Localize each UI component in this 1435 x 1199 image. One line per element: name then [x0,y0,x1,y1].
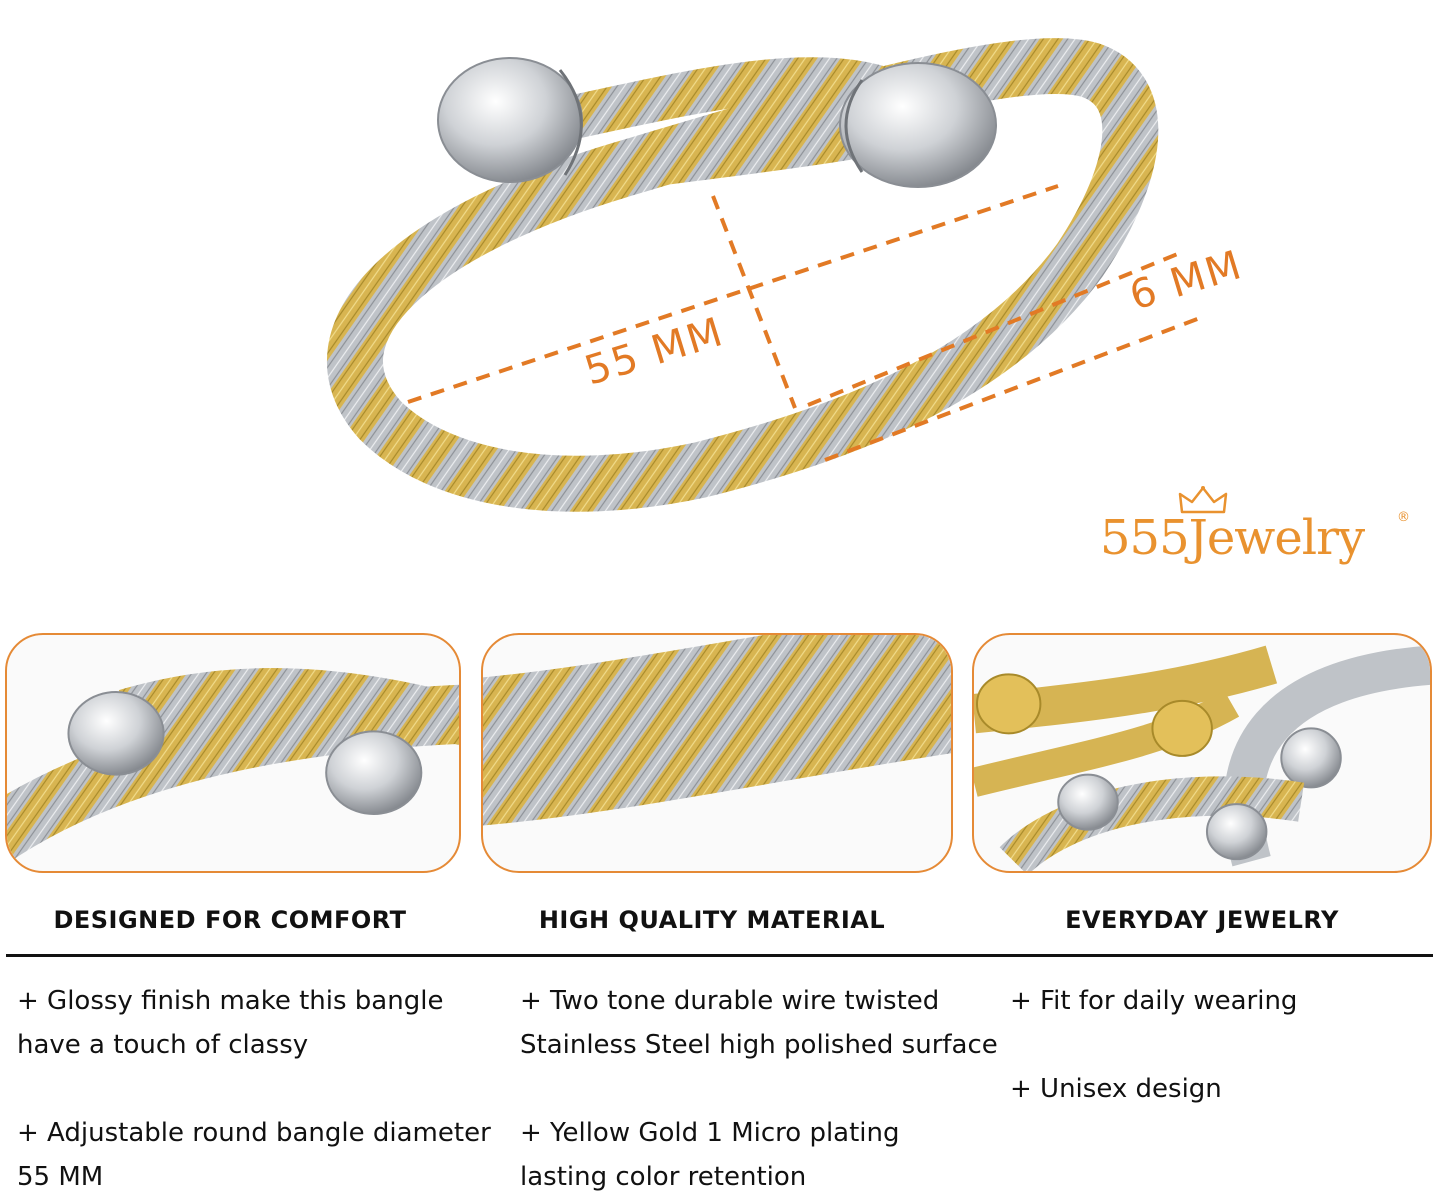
diameter-label: 55 MM [579,309,729,395]
crown-icon [1178,486,1228,514]
bangle-variants-image [974,645,1430,871]
dimension-lines [407,184,1201,462]
feature-title-material: HIGH QUALITY MATERIAL [538,906,886,934]
twisted-wire-closeup [483,635,951,826]
bangle-ends-closeup [7,668,459,864]
feature-title-everyday: EVERYDAY JEWELRY [1065,906,1339,934]
material-bullet-plating: + Yellow Gold 1 Micro plating lasting co… [520,1118,900,1192]
section-divider [6,954,1433,957]
comfort-bullet-finish: + Glossy finish make this bangle have a … [17,986,444,1060]
logo-text: 555Jewelry [1100,510,1365,566]
everyday-bullet-daily: + Fit for daily wearing [1010,986,1298,1016]
brand-logo: 555Jewelry ® [1100,486,1420,583]
bangle-hero-image: 55 MM 6 MM [327,38,1248,512]
registered-mark: ® [1397,510,1410,525]
feature-title-comfort: DESIGNED FOR COMFORT [53,906,407,934]
material-bullet-wire: + Two tone durable wire twisted Stainles… [520,986,998,1060]
bangle-end-cap-left [437,57,583,183]
everyday-detail-image [972,633,1432,873]
material-detail-image [481,633,953,873]
everyday-bullet-unisex: + Unisex design [1010,1074,1222,1104]
comfort-detail-image [5,633,461,873]
comfort-bullet-diameter: + Adjustable round bangle diameter 55 MM [17,1118,491,1192]
bangle-end-cap-right [839,62,997,188]
width-label: 6 MM [1124,242,1248,320]
